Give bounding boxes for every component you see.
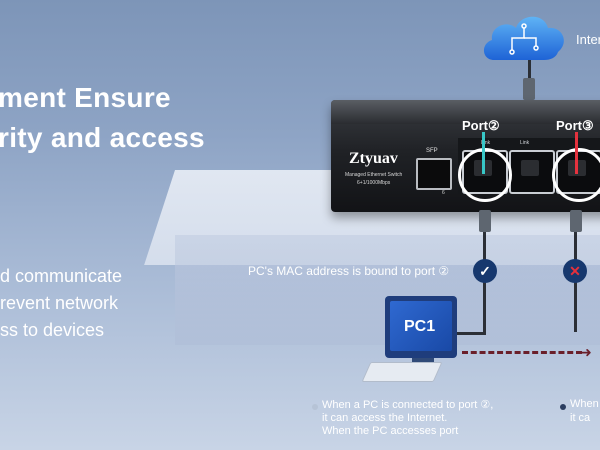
note-right-line-1: When bbox=[570, 398, 599, 410]
ethernet-port-extra bbox=[509, 150, 555, 194]
pc1-screen bbox=[390, 301, 452, 351]
arrow-right-icon: ➜ bbox=[580, 344, 592, 360]
cross-icon: ✕ bbox=[563, 259, 587, 283]
sfp-label: SFP bbox=[426, 148, 438, 154]
port-3-lead bbox=[575, 132, 578, 174]
switch-model-line-2: 6+1/1000Mbps bbox=[357, 180, 391, 186]
cloud-icon bbox=[483, 16, 564, 61]
uplink-connector bbox=[523, 78, 535, 100]
mac-binding-note: PC's MAC address is bound to port ② bbox=[248, 264, 450, 278]
note-left-line-2: it can access the Internet. bbox=[322, 412, 448, 424]
note-left-line-3: When the PC accesses port bbox=[322, 425, 459, 437]
port-link-label-2: Link bbox=[520, 140, 530, 146]
internet-label: Inter bbox=[576, 32, 600, 47]
pc1-cable-horizontal bbox=[455, 332, 486, 335]
sfp-port bbox=[416, 158, 452, 190]
port-2-connector bbox=[479, 210, 491, 232]
switch-model-line-1: Managed Ethernet Switch bbox=[345, 172, 403, 178]
note-bullet-left bbox=[312, 404, 318, 410]
port-link-label-1: Link bbox=[481, 140, 491, 146]
port-2-cable bbox=[483, 232, 486, 334]
check-icon: ✓ bbox=[473, 259, 497, 283]
note-right-line-2: it ca bbox=[570, 412, 591, 424]
note-left-line-1: When a PC is connected to port ②, bbox=[322, 399, 494, 411]
port-3-label: Port③ bbox=[556, 118, 594, 133]
sfp-port-number: 6 bbox=[442, 190, 445, 196]
port-2-highlight bbox=[458, 148, 512, 202]
port-2-label: Port② bbox=[462, 118, 500, 133]
port-3-connector bbox=[570, 210, 582, 232]
headline-line-1: ment Ensure bbox=[0, 82, 171, 113]
switch-brand: Ztyuav bbox=[349, 150, 398, 167]
body-line-1: d communicate bbox=[0, 266, 123, 286]
body-line-3: ss to devices bbox=[0, 320, 105, 340]
note-bullet-right bbox=[560, 404, 566, 410]
blocked-path-line bbox=[462, 351, 582, 354]
body-line-2: revent network bbox=[0, 293, 119, 313]
pc1-label: PC1 bbox=[404, 318, 436, 335]
keyboard-icon bbox=[361, 362, 443, 382]
switch-lid bbox=[331, 100, 600, 124]
port-2-lead bbox=[482, 132, 485, 174]
headline-line-2: rity and access bbox=[0, 122, 205, 153]
